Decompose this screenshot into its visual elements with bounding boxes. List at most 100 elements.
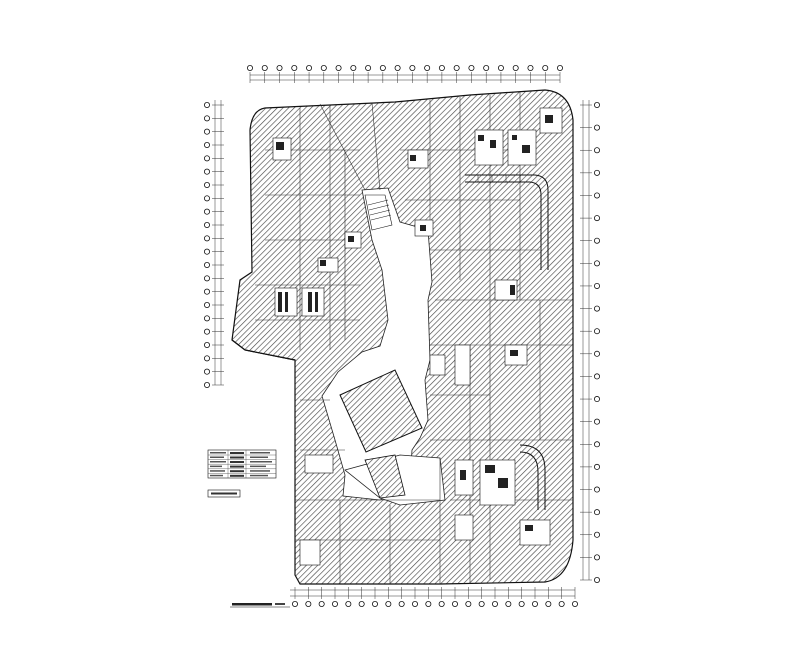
ramp-bottom-right (519, 444, 546, 510)
grid-axis-bubble-bottom (545, 601, 552, 608)
grid-axis-bubble-bottom (572, 601, 579, 608)
grid-axis-bubble-bottom (371, 601, 378, 608)
grid-axis-bubble-right (594, 463, 601, 470)
grid-axis-bubble-top (512, 65, 519, 72)
grid-axis-bubble-left (203, 235, 210, 242)
grid-axis-bubble-left (203, 102, 210, 109)
ramp-top-right (465, 174, 549, 270)
grid-axes-top (246, 65, 564, 83)
grid-axis-bubble-right (594, 577, 601, 584)
grid-axis-bubble-left (203, 208, 210, 215)
atrium-square-block (339, 369, 423, 453)
grid-axis-bubble-right (594, 486, 601, 493)
grid-axis-bubble-bottom (451, 601, 458, 608)
grid-axis-bubble-left (203, 195, 210, 202)
drawing-title (230, 603, 290, 608)
grid-axis-bubble-bottom (438, 601, 445, 608)
grid-axis-bubble-top (261, 65, 268, 72)
grid-axis-bubble-left (203, 168, 210, 175)
grid-axis-bubble-right (594, 531, 601, 538)
legend-table (207, 449, 277, 479)
grid-axis-bubble-left (203, 315, 210, 322)
grid-axis-bubble-bottom (491, 601, 498, 608)
grid-axis-bubble-left (203, 368, 210, 375)
grid-axis-bubble-bottom (385, 601, 392, 608)
grid-axis-bubble-right (594, 192, 601, 199)
grid-axis-bubble-right (594, 441, 601, 448)
grid-axis-bubble-top (365, 65, 372, 72)
grid-axis-bubble-bottom (358, 601, 365, 608)
grid-axis-bubble-left (203, 155, 210, 162)
grid-axis-bubble-bottom (331, 601, 338, 608)
grid-axis-bubble-right (594, 260, 601, 267)
grid-axis-bubble-right (594, 282, 601, 289)
grid-axis-bubble-top (276, 65, 283, 72)
grid-axis-bubble-left (203, 261, 210, 268)
core-fixtures (276, 115, 553, 531)
grid-axis-bubble-top (527, 65, 534, 72)
grid-axis-bubble-right (594, 418, 601, 425)
grid-axis-bubble-top (394, 65, 401, 72)
grid-axis-bubble-bottom (411, 601, 418, 608)
grid-axis-bubble-top (497, 65, 504, 72)
grid-axis-bubble-bottom (518, 601, 525, 608)
grid-axis-bubble-left (203, 301, 210, 308)
grid-axis-bubble-right (594, 215, 601, 222)
grid-axis-bubble-bottom (398, 601, 405, 608)
grid-axes-left (203, 102, 224, 388)
legend-stamp (207, 489, 241, 498)
grid-axis-bubble-top (424, 65, 431, 72)
grid-axis-bubble-bottom (305, 601, 312, 608)
grid-axis-bubble-bottom (505, 601, 512, 608)
grid-axis-bubble-right (594, 350, 601, 357)
grid-axis-bubble-top (483, 65, 490, 72)
grid-axis-bubble-bottom (478, 601, 485, 608)
grid-axis-bubble-right (594, 237, 601, 244)
grid-axis-bubble-top (350, 65, 357, 72)
grid-axis-bubble-left (203, 128, 210, 135)
grid-axis-bubble-right (594, 509, 601, 516)
grid-axis-bubble-left (203, 248, 210, 255)
grid-axis-bubble-right (594, 554, 601, 561)
grid-axis-bubble-top (320, 65, 327, 72)
grid-axis-bubble-top (335, 65, 342, 72)
grid-axis-bubble-left (203, 381, 210, 388)
grid-axis-bubble-top (453, 65, 460, 72)
grid-axis-bubble-left (203, 221, 210, 228)
grid-axis-bubble-left (203, 355, 210, 362)
grid-axis-bubble-right (594, 373, 601, 380)
grid-axis-bubble-left (203, 141, 210, 148)
grid-axes-bottom (291, 587, 579, 608)
grid-axes-right (580, 102, 601, 584)
grid-axis-bubble-right (594, 124, 601, 131)
grid-axis-bubble-top (246, 65, 253, 72)
grid-axis-bubble-left (203, 341, 210, 348)
grid-axis-bubble-bottom (345, 601, 352, 608)
grid-axis-bubble-top (542, 65, 549, 72)
grid-axis-bubble-left (203, 288, 210, 295)
grid-axis-bubble-right (594, 169, 601, 176)
grid-axis-bubble-top (291, 65, 298, 72)
grid-axis-bubble-right (594, 328, 601, 335)
grid-axis-bubble-top (557, 65, 564, 72)
grid-axis-bubble-right (594, 305, 601, 312)
grid-axis-bubble-right (594, 147, 601, 154)
partition-walls (255, 92, 573, 584)
grid-axis-bubble-top (438, 65, 445, 72)
grid-axis-bubble-top (306, 65, 313, 72)
grid-axis-bubble-left (203, 181, 210, 188)
dimension-lines (214, 74, 590, 597)
grid-axis-bubble-bottom (532, 601, 539, 608)
grid-axis-bubble-bottom (318, 601, 325, 608)
grid-axis-bubble-left (203, 115, 210, 122)
grid-axis-bubble-right (594, 396, 601, 403)
grid-axis-bubble-top (468, 65, 475, 72)
grid-axis-bubble-bottom (291, 601, 298, 608)
grid-axis-bubble-top (379, 65, 386, 72)
grid-axis-bubble-bottom (465, 601, 472, 608)
grid-axis-bubble-left (203, 328, 210, 335)
grid-axis-bubble-left (203, 275, 210, 282)
grid-axis-bubble-bottom (558, 601, 565, 608)
grid-axis-bubble-bottom (425, 601, 432, 608)
